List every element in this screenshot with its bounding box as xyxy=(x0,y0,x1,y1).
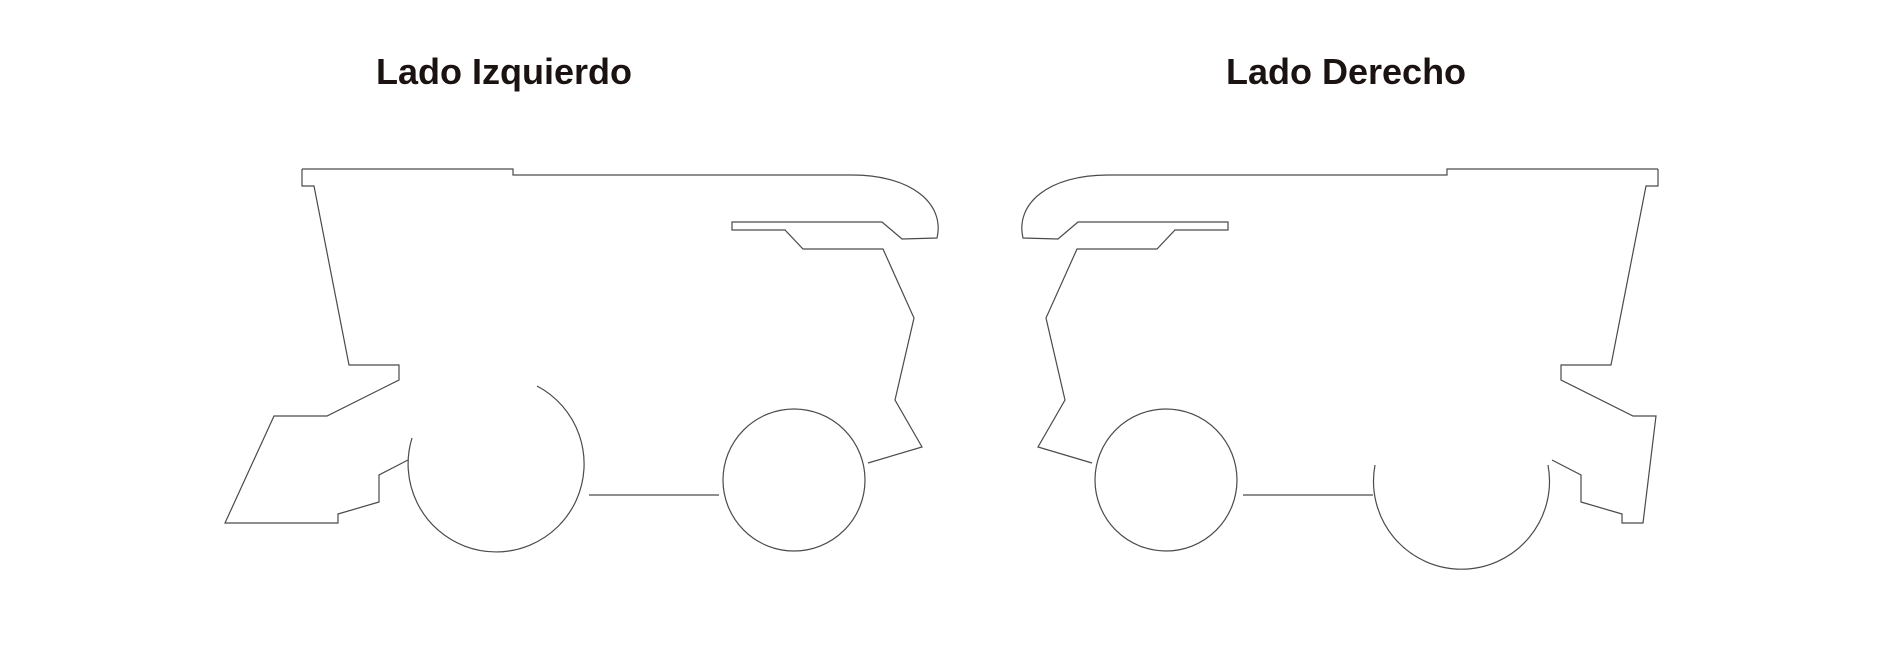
left-body-outline xyxy=(302,168,939,464)
left-cab-window-outline xyxy=(224,169,409,524)
right-side-title: Lado Derecho xyxy=(1226,51,1467,92)
right-rear-wheel-arch xyxy=(1372,464,1551,570)
right-body-outline xyxy=(1021,168,1658,464)
left-rear-wheel-arch xyxy=(407,385,585,553)
left-front-wheel xyxy=(722,408,866,552)
right-front-wheel xyxy=(1094,408,1238,552)
left-side-outline xyxy=(224,168,939,553)
right-side-outline xyxy=(1021,168,1659,570)
right-cab-window-outline xyxy=(1551,169,1659,524)
left-side-title: Lado Izquierdo xyxy=(376,51,632,92)
